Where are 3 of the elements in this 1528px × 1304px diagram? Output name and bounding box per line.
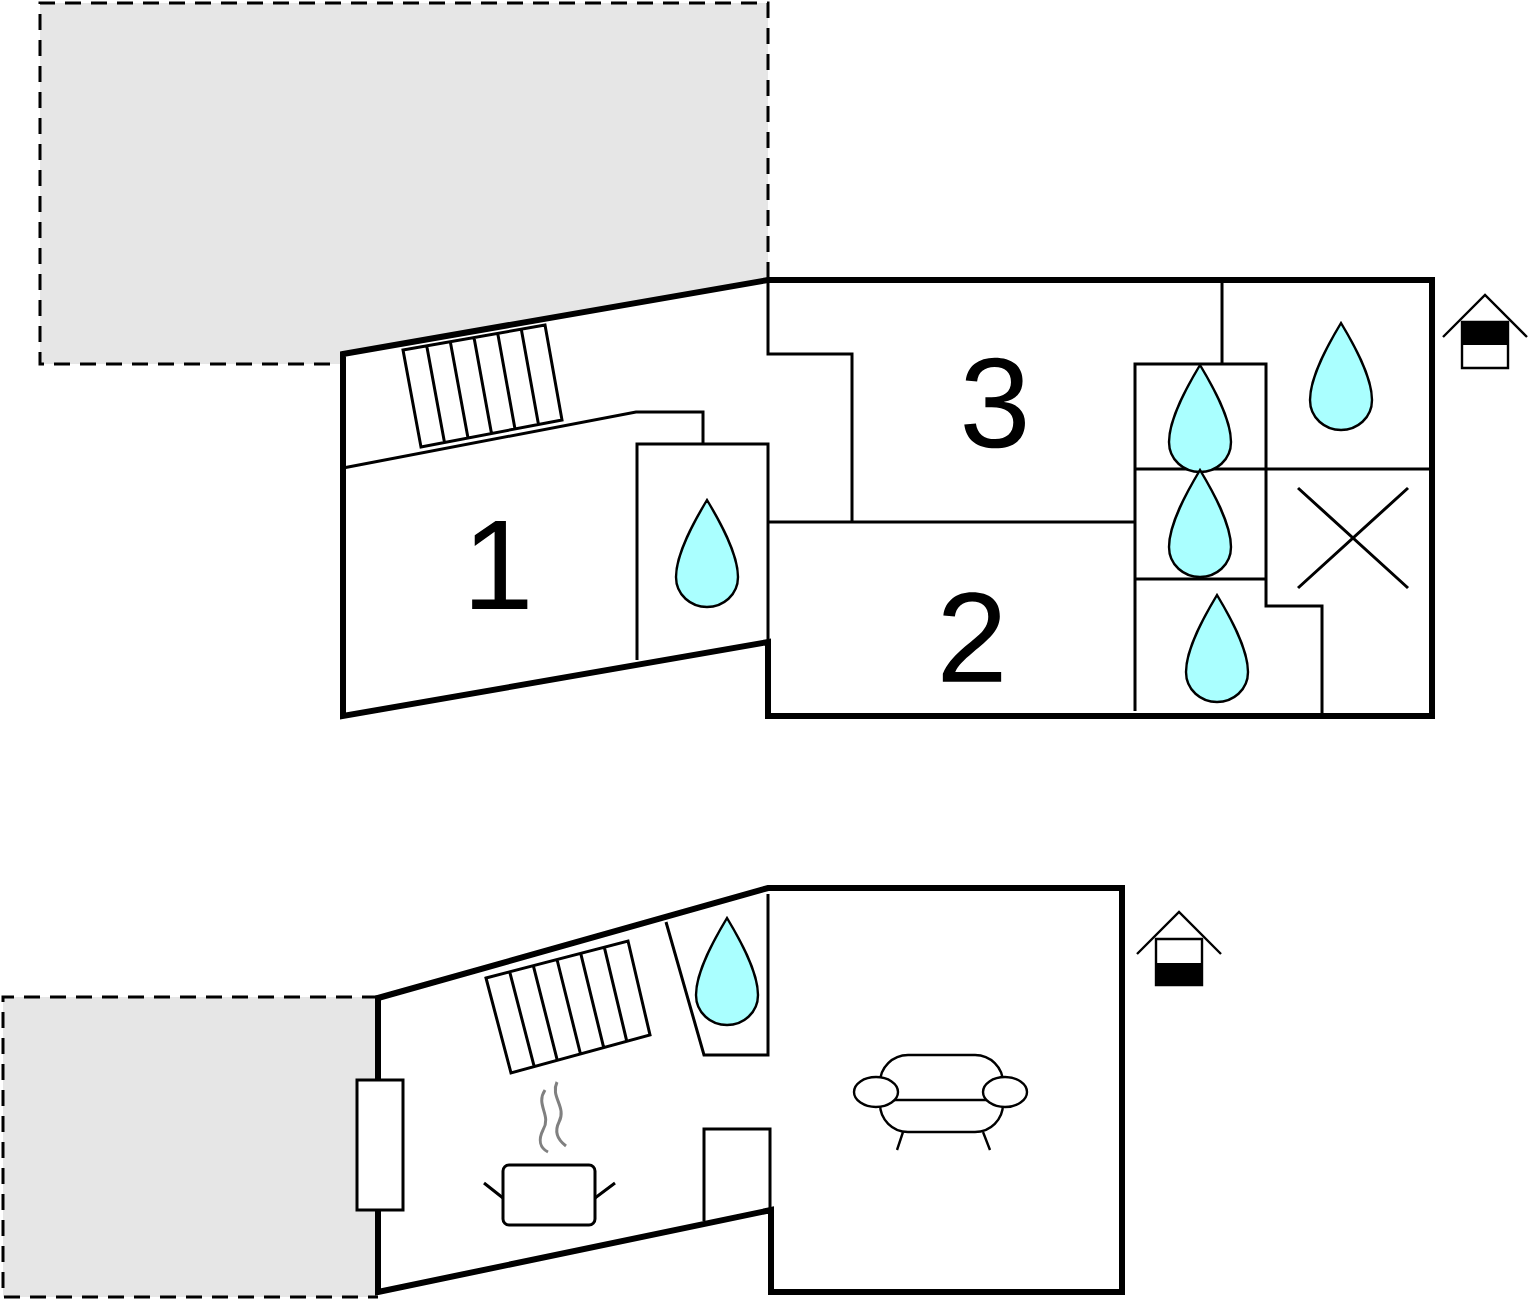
- room-number: 2: [942, 592, 1002, 682]
- room-number: 3: [964, 357, 1025, 449]
- room-number: 1: [472, 520, 528, 610]
